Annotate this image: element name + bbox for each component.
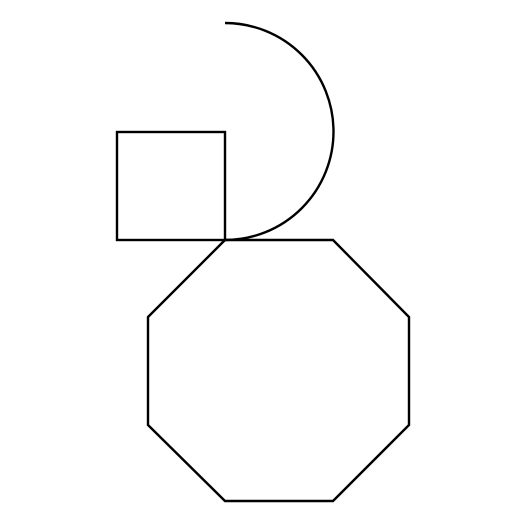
semicircle-arc-shape xyxy=(224,21,335,242)
square-shape xyxy=(115,130,227,242)
octagon-shape xyxy=(146,238,411,503)
